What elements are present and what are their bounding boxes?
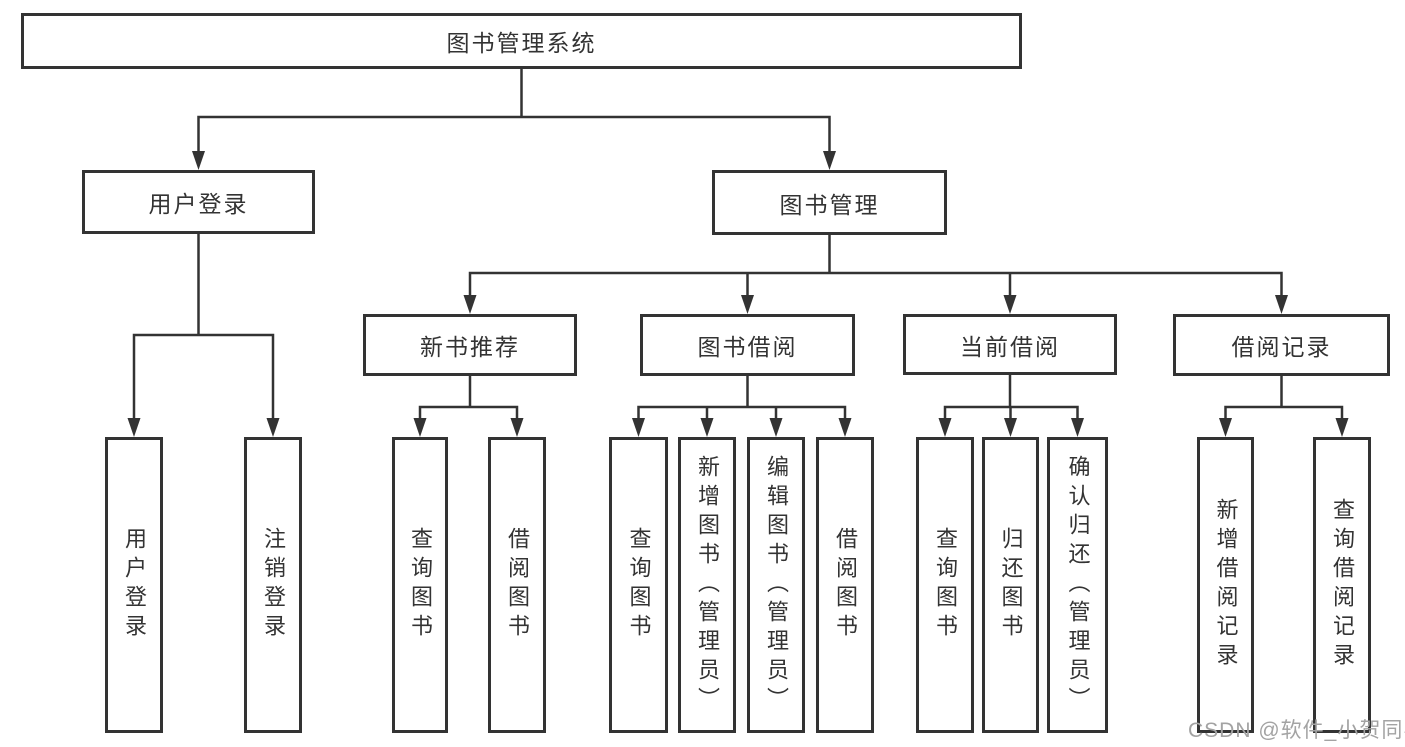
- watermark-text: CSDN @软件_小贺同学: [1188, 719, 1405, 742]
- arrowhead-icon: [938, 418, 952, 437]
- node-leaf-borrow-books-1: 借阅图书: [488, 437, 546, 733]
- arrowhead-icon: [823, 151, 836, 170]
- node-label: 借阅记录: [1231, 334, 1332, 360]
- node-label: 编辑图书（管理员）: [764, 454, 789, 716]
- arrowhead-icon: [769, 418, 783, 437]
- node-library-system: 图书管理系统: [21, 13, 1022, 69]
- node-label: 借阅图书: [505, 527, 530, 643]
- node-leaf-return-books: 归还图书: [982, 437, 1039, 733]
- connector-book-management-children: [463, 235, 1288, 314]
- node-label: 查询借阅记录: [1330, 498, 1355, 672]
- node-leaf-borrow-books-2: 借阅图书: [816, 437, 874, 733]
- node-leaf-logout: 注销登录: [244, 437, 302, 733]
- node-label: 查询图书: [408, 527, 433, 643]
- node-leaf-query-books-3: 查询图书: [916, 437, 974, 733]
- node-label: 当前借阅: [960, 333, 1060, 360]
- node-label: 用户登录: [122, 527, 147, 643]
- node-book-management: 图书管理: [712, 170, 947, 235]
- node-label: 确认归还（管理员）: [1065, 454, 1091, 716]
- arrowhead-icon: [1003, 295, 1017, 314]
- node-new-book-recommend: 新书推荐: [363, 314, 577, 376]
- node-label: 查询图书: [933, 527, 958, 643]
- node-borrowing-records: 借阅记录: [1173, 314, 1390, 376]
- arrowhead-icon: [510, 418, 524, 437]
- arrowhead-icon: [127, 418, 141, 437]
- connector-book-borrowing-children: [632, 376, 852, 437]
- connector-root-to-level2: [192, 69, 836, 170]
- node-label: 用户登录: [148, 191, 249, 217]
- node-current-borrowing: 当前借阅: [903, 314, 1117, 375]
- node-leaf-add-borrow-record: 新增借阅记录: [1197, 437, 1254, 733]
- connector-borrowing-records-children: [1219, 376, 1349, 437]
- node-leaf-query-borrow-record: 查询借阅记录: [1313, 437, 1371, 733]
- node-leaf-edit-book-admin: 编辑图书（管理员）: [747, 437, 805, 733]
- connector-user-login-children: [127, 234, 280, 437]
- node-label: 图书管理: [779, 191, 880, 218]
- arrowhead-icon: [463, 295, 477, 314]
- arrowhead-icon: [632, 418, 645, 437]
- node-leaf-confirm-return-admin: 确认归还（管理员）: [1047, 437, 1108, 733]
- arrowhead-icon: [1219, 418, 1232, 437]
- node-book-borrowing: 图书借阅: [640, 314, 855, 376]
- node-leaf-add-book-admin: 新增图书（管理员）: [678, 437, 736, 733]
- arrowhead-icon: [700, 418, 714, 437]
- node-label: 图书管理系统: [446, 30, 597, 56]
- arrowhead-icon: [838, 418, 852, 437]
- arrowhead-icon: [1071, 418, 1084, 437]
- connector-new-book-children: [413, 376, 524, 437]
- node-label: 新书推荐: [420, 334, 520, 360]
- node-label: 新增图书（管理员）: [695, 454, 720, 716]
- node-leaf-query-books-2: 查询图书: [609, 437, 668, 733]
- arrowhead-icon: [413, 418, 427, 437]
- node-leaf-user-login: 用户登录: [105, 437, 163, 733]
- node-label: 新增借阅记录: [1213, 498, 1239, 672]
- arrowhead-icon: [1275, 295, 1288, 314]
- arrowhead-icon: [192, 151, 205, 170]
- arrowhead-icon: [1004, 418, 1017, 437]
- node-label: 查询图书: [626, 527, 652, 643]
- arrowhead-icon: [1335, 418, 1349, 437]
- arrowhead-icon: [266, 418, 280, 437]
- node-label: 借阅图书: [833, 527, 858, 643]
- node-user-login: 用户登录: [82, 170, 315, 234]
- node-label: 注销登录: [261, 527, 286, 643]
- node-leaf-query-books-1: 查询图书: [392, 437, 448, 733]
- arrowhead-icon: [741, 295, 754, 314]
- connector-current-borrowing-children: [938, 375, 1084, 437]
- node-label: 图书借阅: [697, 334, 798, 360]
- node-label: 归还图书: [998, 527, 1024, 643]
